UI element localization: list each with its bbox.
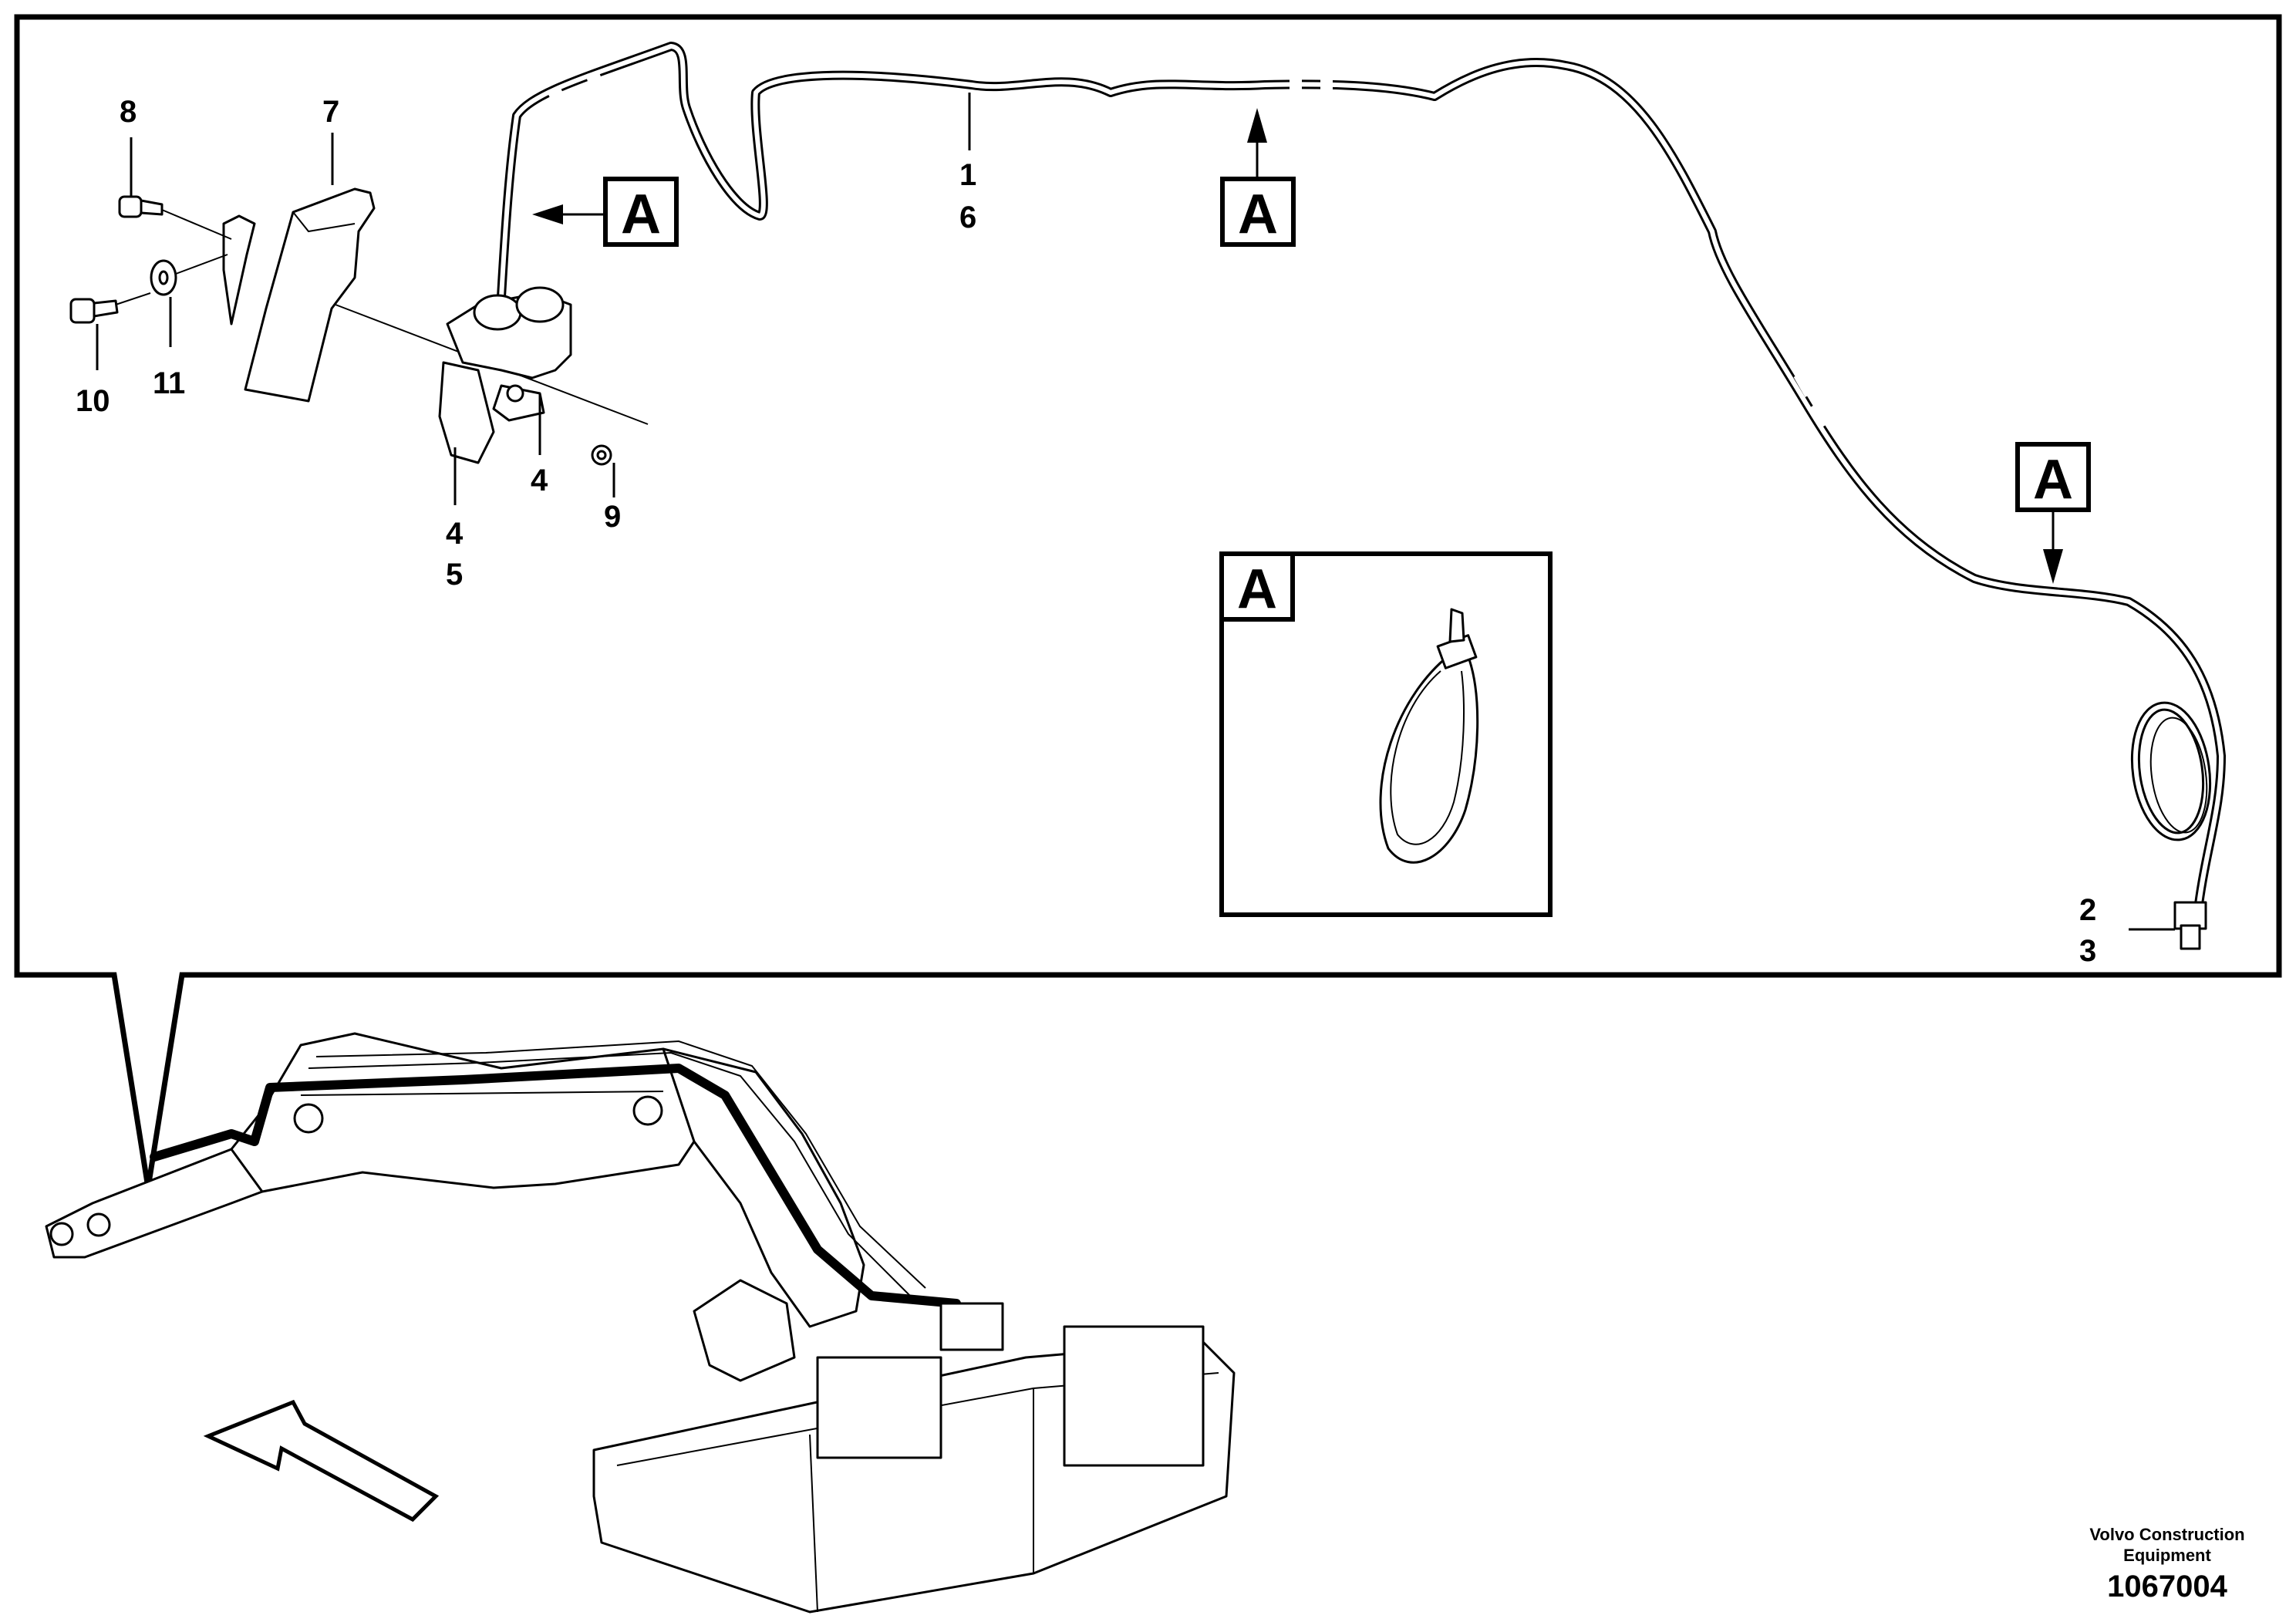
callout-2: 2 xyxy=(2079,893,2096,927)
callout-4b: 4 xyxy=(531,464,548,497)
company-name-line2: Equipment xyxy=(2123,1546,2211,1565)
svg-text:A: A xyxy=(1238,184,1278,245)
callout-10: 10 xyxy=(76,384,110,418)
callout-7: 7 xyxy=(322,95,339,129)
company-name-line1: Volvo Construction xyxy=(2089,1525,2244,1544)
mounting-bracket xyxy=(222,187,376,403)
callout-4a: 4 xyxy=(446,517,464,551)
callout-9: 9 xyxy=(604,500,621,534)
switch-assembly xyxy=(438,286,612,466)
bolt-10 xyxy=(69,292,151,324)
callout-1: 1 xyxy=(959,158,976,192)
direction-arrow xyxy=(203,1399,440,1523)
connector-plug xyxy=(2173,901,2207,950)
callout-11: 11 xyxy=(153,366,185,400)
svg-text:A: A xyxy=(621,184,661,245)
cable-tie xyxy=(1379,608,1479,864)
callout-3: 3 xyxy=(2079,934,2096,968)
wire-harness xyxy=(497,42,2226,915)
bolt-8 xyxy=(118,195,232,240)
inset-detail-a: A xyxy=(1219,551,1553,917)
document-number: 1067004 xyxy=(2107,1570,2227,1603)
detail-tag-a-mid: A xyxy=(1220,108,1296,247)
washer-11 xyxy=(150,254,228,296)
callout-6: 6 xyxy=(959,201,976,234)
callout-5: 5 xyxy=(446,558,463,592)
excavator-overview xyxy=(45,1032,1236,1614)
callout-8: 8 xyxy=(120,95,137,129)
detail-frame xyxy=(14,14,2282,1189)
svg-text:A: A xyxy=(1237,558,1277,620)
svg-text:A: A xyxy=(2033,449,2073,511)
detail-tag-a-left: A xyxy=(532,177,679,247)
detail-tag-a-right: A xyxy=(2015,442,2091,584)
